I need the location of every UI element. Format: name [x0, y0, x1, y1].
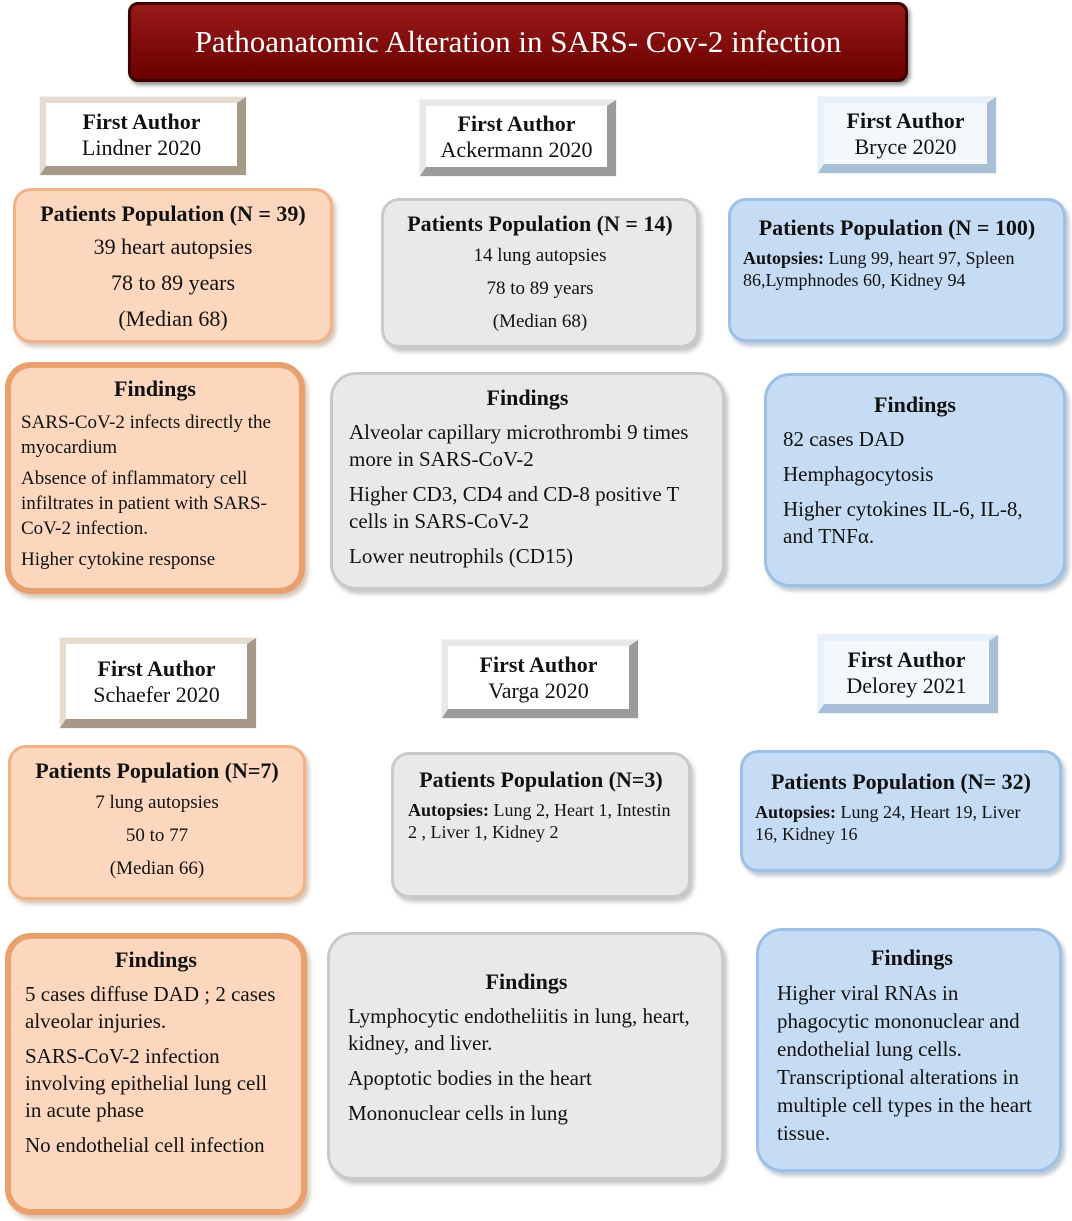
population-line: (Median 68) — [492, 311, 588, 332]
finding-item: Apoptotic bodies in the heart — [348, 1066, 592, 1090]
population-line: 39 heart autopsies — [93, 234, 253, 259]
autopsies-text: Autopsies: Lung 99, heart 97, Spleen 86,… — [743, 247, 1051, 291]
autopsies-values: Lung 2, Heart 1, Intestin 2 , Liver 1, K… — [408, 800, 671, 842]
population-line: 50 to 77 — [125, 825, 189, 846]
population-line: 7 lung autopsies — [95, 792, 219, 813]
autopsies-values: Lung 99, heart 97, Spleen 86,Lymphnodes … — [743, 248, 1015, 290]
population-heading: Patients Population (N=3) — [419, 767, 663, 792]
population-line: (Median 66) — [109, 858, 205, 879]
author-heading: First Author — [847, 646, 966, 672]
findings-heading: Findings — [874, 392, 956, 417]
author-name: Varga 2020 — [488, 677, 589, 703]
author-box-delorey: First Author Delorey 2021 — [818, 635, 998, 713]
population-heading: Patients Population (N = 39) — [40, 201, 306, 226]
finding-item: Higher cytokine response — [21, 549, 216, 570]
findings-heading: Findings — [871, 945, 953, 970]
autopsies-label: Autopsies: — [755, 802, 837, 822]
author-name: Bryce 2020 — [854, 133, 957, 159]
author-box-bryce: First Author Bryce 2020 — [818, 97, 996, 173]
autopsies-text: Autopsies: Lung 24, Heart 19, Liver 16, … — [755, 801, 1047, 845]
population-line: 14 lung autopsies — [473, 245, 607, 266]
findings-box-lindner: Findings SARS-CoV-2 infects directly the… — [5, 362, 305, 594]
finding-item: Mononuclear cells in lung — [348, 1101, 568, 1125]
finding-item: SARS-CoV-2 infects directly the myocardi… — [21, 412, 271, 458]
finding-item: No endothelial cell infection — [25, 1133, 265, 1157]
findings-box-bryce: Findings 82 cases DAD Hemphagocytosis Hi… — [764, 373, 1066, 587]
author-name: Schaefer 2020 — [93, 681, 220, 707]
autopsies-text: Autopsies: Lung 2, Heart 1, Intestin 2 ,… — [408, 799, 674, 843]
finding-item: Higher viral RNAs in phagocytic mononucl… — [777, 981, 1032, 1145]
author-box-lindner: First Author Lindner 2020 — [40, 97, 246, 175]
population-box-varga: Patients Population (N=3) Autopsies: Lun… — [391, 752, 691, 898]
population-box-schaefer: Patients Population (N=7) 7 lung autopsi… — [8, 745, 306, 900]
finding-item: Hemphagocytosis — [783, 462, 934, 486]
author-name: Ackermann 2020 — [440, 136, 593, 162]
author-heading: First Author — [82, 108, 201, 134]
population-heading: Patients Population (N = 100) — [758, 215, 1036, 240]
population-heading: Patients Population (N=7) — [35, 758, 279, 783]
population-box-ackermann: Patients Population (N = 14) 14 lung aut… — [381, 198, 699, 348]
autopsies-label: Autopsies: — [743, 248, 825, 268]
diagram-title: Pathoanatomic Alteration in SARS- Cov-2 … — [128, 2, 908, 82]
finding-item: 82 cases DAD — [783, 427, 905, 451]
findings-box-varga: Findings Lymphocytic endotheliitis in lu… — [327, 932, 724, 1180]
author-box-ackermann: First Author Ackermann 2020 — [420, 100, 616, 176]
autopsies-label: Autopsies: — [408, 800, 490, 820]
population-heading: Patients Population (N = 14) — [407, 211, 673, 236]
author-heading: First Author — [846, 107, 965, 133]
author-box-varga: First Author Varga 2020 — [442, 640, 638, 718]
population-line: 78 to 89 years — [110, 270, 236, 295]
findings-heading: Findings — [485, 969, 568, 994]
findings-heading: Findings — [115, 947, 197, 972]
finding-item: Higher CD3, CD4 and CD-8 positive T cell… — [349, 482, 679, 533]
author-heading: First Author — [97, 655, 216, 681]
author-heading: First Author — [479, 651, 598, 677]
findings-heading: Findings — [486, 385, 569, 410]
finding-item: Absence of inflammatory cell infiltrates… — [21, 468, 267, 539]
author-heading: First Author — [457, 110, 576, 136]
author-name: Lindner 2020 — [81, 134, 202, 160]
finding-item: Lower neutrophils (CD15) — [349, 544, 573, 568]
finding-item: 5 cases diffuse DAD ; 2 cases alveolar i… — [25, 982, 276, 1033]
findings-heading: Findings — [114, 376, 196, 401]
population-box-bryce: Patients Population (N = 100) Autopsies:… — [728, 198, 1066, 342]
population-line: (Median 68) — [118, 306, 228, 331]
population-box-lindner: Patients Population (N = 39) 39 heart au… — [13, 188, 333, 343]
finding-item: Alveolar capillary microthrombi 9 times … — [349, 420, 689, 471]
author-box-schaefer: First Author Schaefer 2020 — [60, 638, 256, 728]
population-box-delorey: Patients Population (N= 32) Autopsies: L… — [740, 750, 1062, 872]
population-heading: Patients Population (N= 32) — [770, 769, 1032, 794]
findings-box-schaefer: Findings 5 cases diffuse DAD ; 2 cases a… — [5, 933, 307, 1215]
author-name: Delorey 2021 — [846, 672, 967, 698]
findings-box-ackermann: Findings Alveolar capillary microthrombi… — [330, 372, 725, 590]
finding-item: Lymphocytic endotheliitis in lung, heart… — [348, 1004, 690, 1055]
finding-item: Higher cytokines IL-6, IL-8, and TNFα. — [783, 497, 1023, 548]
population-line: 78 to 89 years — [486, 278, 594, 299]
finding-item: SARS-CoV-2 infection involving epithelia… — [25, 1044, 268, 1122]
findings-box-delorey: Findings Higher viral RNAs in phagocytic… — [756, 928, 1062, 1172]
autopsies-values: Lung 24, Heart 19, Liver 16, Kidney 16 — [755, 802, 1021, 844]
